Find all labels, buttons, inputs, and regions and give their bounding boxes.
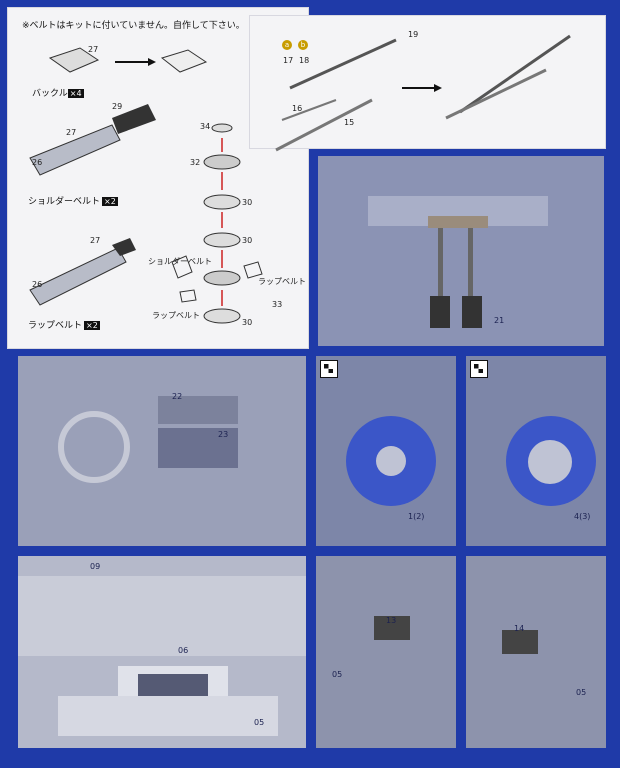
front-part-09: 09 [90,562,101,571]
interior-photo: 22 23 [18,356,306,546]
wiper-option-a: a [282,40,294,50]
wiper-part-18: 18 [299,56,310,65]
right-mirror-part-05: 05 [576,688,587,697]
wiper-part-15: 15 [344,118,355,127]
assembly-part-30c: 30 [242,318,253,327]
assembly-part-34: 34 [200,122,211,131]
wiper-part-16: 16 [292,104,303,113]
assembly-part-30b: 30 [242,236,253,245]
shoulder-part-29: 29 [112,102,123,111]
assembly-part-32: 32 [190,158,201,167]
assembly-part-33: 33 [272,300,283,309]
buckle-label: バックル×4 [32,89,84,99]
lap-belt-label: ラップベルト×2 [28,321,100,331]
interior-part-22: 22 [172,392,183,401]
belt-note: ※ベルトはキットに付いていません。自作して下さい。 [22,21,245,31]
assembly-lap-label-2: ラップベルト [152,311,200,320]
rear-brake-badge [470,360,488,378]
front-brake-label: 1(2) [408,512,425,521]
front-bumper-photo: 09 06 05 [18,556,306,748]
wiper-part-19: 19 [408,30,419,39]
assembly-part-30a: 30 [242,198,253,207]
shoulder-part-27: 27 [66,128,77,137]
front-part-05: 05 [254,718,265,727]
pedal-photo: 21 [318,156,604,346]
rear-brake-label: 4(3) [574,512,591,521]
assembly-lap-label-1: ラップベルト [258,277,306,286]
interior-part-23: 23 [218,430,229,439]
assembly-shoulder-label: ショルダーベルト [148,257,212,266]
front-brake-photo: 1(2) [316,356,456,546]
pedal-part-label: 21 [494,316,505,325]
lap-part-27: 27 [90,236,101,245]
right-mirror-photo: 14 05 [466,556,606,748]
wiper-part-17: 17 [283,56,294,65]
shoulder-part-26: 26 [32,158,43,167]
buckle-part-label: 27 [88,45,99,54]
wiper-option-b: b [298,40,310,50]
wiper-instructions-panel [250,16,605,148]
front-brake-badge [320,360,338,378]
right-mirror-part-14: 14 [514,624,525,633]
left-mirror-part-13: 13 [386,616,397,625]
shoulder-belt-label: ショルダーベルト×2 [28,197,118,207]
left-mirror-part-05: 05 [332,670,343,679]
rear-brake-photo: 4(3) [466,356,606,546]
front-part-06: 06 [178,646,189,655]
lap-part-26: 26 [32,280,43,289]
left-mirror-photo: 13 05 [316,556,456,748]
